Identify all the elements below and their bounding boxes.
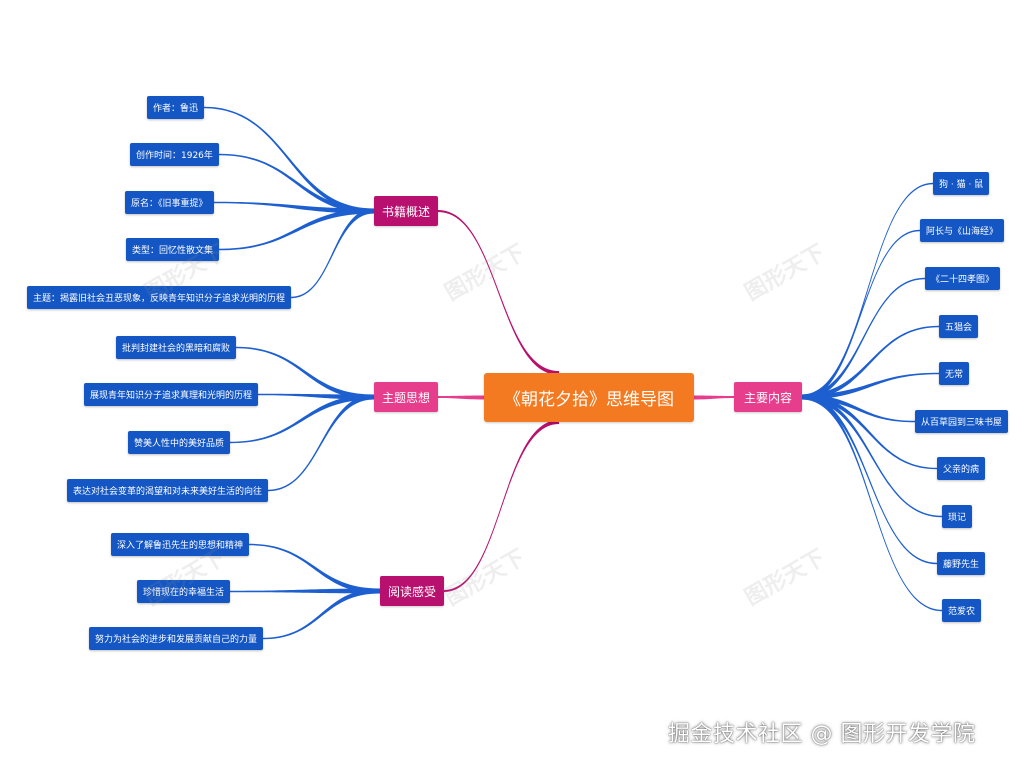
branch-reading-feelings[interactable]: 阅读感受 <box>380 576 444 606</box>
link-b3-leaf-4 <box>802 372 939 400</box>
link-b3-leaf-7 <box>802 394 942 518</box>
leaf-pursue-truth[interactable]: 展现青年知识分子追求真理和光明的历程 <box>84 383 259 406</box>
leaf-contribute-society[interactable]: 努力为社会的进步和发展贡献自己的力量 <box>89 627 264 650</box>
link-b0-leaf-3 <box>219 208 374 251</box>
leaf-criticize-feudal[interactable]: 批判封建社会的黑暗和腐败 <box>116 336 237 359</box>
leaf-father-illness[interactable]: 父亲的病 <box>937 457 986 480</box>
link-b3-leaf-0 <box>802 182 933 400</box>
link-b0-leaf-2 <box>214 201 374 214</box>
leaf-wuchang-fair[interactable]: 五猖会 <box>939 315 979 338</box>
link-b1-leaf-0 <box>236 346 374 400</box>
leaf-social-change[interactable]: 表达对社会变革的渴望和对未来美好生活的向往 <box>67 479 269 502</box>
leaf-baicaoyuan[interactable]: 从百草园到三味书屋 <box>915 410 1009 433</box>
link-b3-leaf-8 <box>802 394 937 565</box>
link-root-b2 <box>444 420 559 592</box>
link-b0-leaf-4 <box>291 208 374 299</box>
leaf-original-name[interactable]: 原名：《旧事重提》 <box>125 191 214 214</box>
root-node-title[interactable]: 《朝花夕拾》思维导图 <box>484 373 694 422</box>
leaf-overview-theme[interactable]: 主题：揭露旧社会丑恶现象，反映青年知识分子追求光明的历程 <box>27 286 292 309</box>
leaf-creation-time[interactable]: 创作时间：1926年 <box>130 143 219 166</box>
link-b3-leaf-2 <box>802 277 925 400</box>
leaf-cherish-happiness[interactable]: 珍惜现在的幸福生活 <box>137 580 231 603</box>
link-b2-leaf-2 <box>263 588 380 640</box>
link-root-b3 <box>694 395 734 400</box>
link-root-b1 <box>438 395 484 400</box>
leaf-wuchang[interactable]: 无常 <box>939 362 970 385</box>
credit-watermark: 掘金技术社区 @ 图形开发学院 <box>668 722 976 747</box>
leaf-24-filial[interactable]: 《二十四孝图》 <box>925 267 1001 290</box>
leaf-understand-luxun[interactable]: 深入了解鲁迅先生的思想和精神 <box>111 533 250 556</box>
link-b3-leaf-3 <box>802 325 939 400</box>
leaf-fujino[interactable]: 藤野先生 <box>937 552 986 575</box>
link-root-b0 <box>438 210 559 375</box>
link-b3-leaf-6 <box>802 394 937 470</box>
leaf-a-chang[interactable]: 阿长与《山海经》 <box>920 219 1005 242</box>
link-b0-leaf-0 <box>204 106 374 214</box>
branch-theme[interactable]: 主题思想 <box>374 382 438 412</box>
link-b2-leaf-1 <box>230 588 380 594</box>
link-b2-leaf-0 <box>249 543 380 594</box>
link-b0-leaf-1 <box>219 153 374 214</box>
leaf-genre[interactable]: 类型：回忆性散文集 <box>126 238 220 261</box>
link-b3-leaf-1 <box>802 229 920 400</box>
leaf-suoji[interactable]: 琐记 <box>942 505 973 528</box>
leaf-praise-humanity[interactable]: 赞美人性中的美好品质 <box>128 431 231 454</box>
branch-main-content[interactable]: 主要内容 <box>734 382 802 412</box>
leaf-fan-ainong[interactable]: 范爱农 <box>942 599 982 622</box>
link-b3-leaf-9 <box>802 394 942 612</box>
leaf-dog-cat-mouse[interactable]: 狗 · 猫 · 鼠 <box>933 172 990 195</box>
leaf-author[interactable]: 作者：鲁迅 <box>147 96 205 119</box>
link-b1-leaf-3 <box>268 394 374 492</box>
branch-book-overview[interactable]: 书籍概述 <box>374 196 438 226</box>
link-b1-leaf-2 <box>230 394 374 444</box>
